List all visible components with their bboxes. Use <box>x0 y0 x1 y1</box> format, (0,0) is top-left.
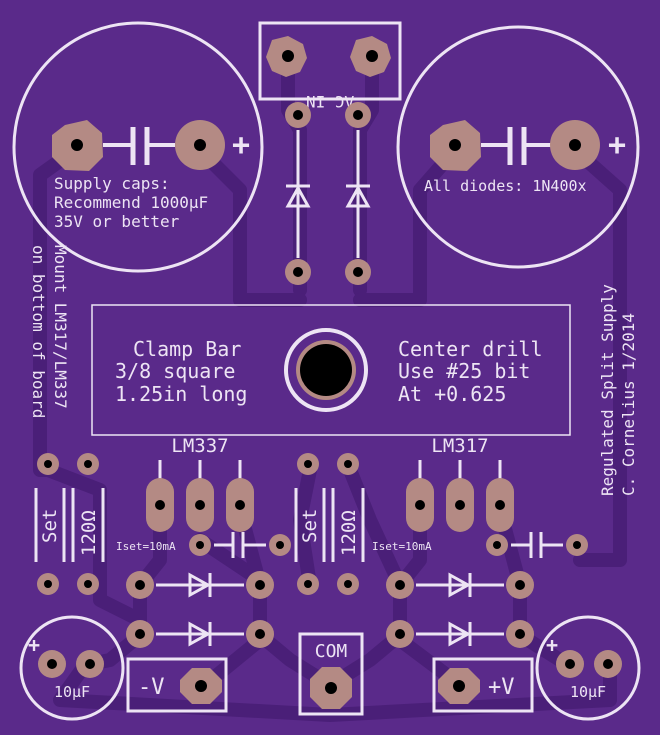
drill-note: Use #25 bit <box>398 359 530 383</box>
set-label: Set <box>39 509 61 543</box>
protection-diodes <box>126 571 534 648</box>
credit-note: Regulated Split Supply <box>598 284 617 496</box>
lm317-label: LM317 <box>431 435 488 457</box>
drill-note: Center drill <box>398 337 543 361</box>
diode-symbol <box>448 572 472 598</box>
neg-v-label: -V <box>138 675 165 700</box>
ac-in-connector: AC IN <box>258 21 402 111</box>
cap-plus-label: + <box>608 128 626 163</box>
center-drill-hole <box>284 328 368 412</box>
mount-note: on bottom of board <box>29 245 48 418</box>
clamp-note: 1.25in long <box>115 382 247 406</box>
cap-plus-label: + <box>28 633 40 657</box>
big-cap-right: + <box>396 25 640 269</box>
supply-caps-note: Recommend 1000µF <box>54 193 208 212</box>
pos-v-terminal: +V <box>432 657 534 713</box>
output-cap-left: + 10µF <box>19 615 125 721</box>
all-diodes-note: All diodes: 1N400x <box>424 177 587 195</box>
bypass-cap-left <box>189 532 291 558</box>
diode-symbol <box>448 621 472 647</box>
ac-in-label: AC IN <box>306 92 354 111</box>
clamp-bar-outline <box>91 304 571 436</box>
diode-symbol <box>188 621 212 647</box>
drill-note: At +0.625 <box>398 382 506 406</box>
bridge-diodes <box>285 102 371 285</box>
set-resistor-left: Set 120Ω <box>34 453 105 595</box>
clamp-note: 3/8 square <box>115 359 235 383</box>
mount-note: Mount LM317/LM337 <box>51 245 70 409</box>
set-resistor-right: Set 120Ω <box>294 453 365 595</box>
neg-v-terminal: -V <box>126 657 228 713</box>
regulator-right <box>406 460 514 532</box>
iset-label: Iset=10mA <box>116 540 176 553</box>
set-label: Set <box>299 509 321 543</box>
diode-symbol <box>345 184 371 208</box>
pos-v-label: +V <box>488 675 515 700</box>
ohm-label: 120Ω <box>78 510 100 556</box>
small-cap-label: 10µF <box>570 683 606 701</box>
small-cap-label: 10µF <box>54 683 90 701</box>
clamp-note: Clamp Bar <box>133 337 241 361</box>
ohm-label: 120Ω <box>338 510 360 556</box>
cap-plus-label: + <box>546 633 558 657</box>
regulator-left <box>146 460 254 532</box>
cap-plus-label: + <box>232 128 250 163</box>
diode-symbol <box>188 572 212 598</box>
credit-note: C. Cornelius 1/2014 <box>619 313 638 496</box>
output-cap-right: + 10µF <box>535 615 641 721</box>
diode-symbol <box>285 184 311 208</box>
lm337-label: LM337 <box>171 435 228 457</box>
com-label: COM <box>315 641 348 662</box>
iset-label: Iset=10mA <box>372 540 432 553</box>
bypass-cap-right <box>486 532 588 558</box>
supply-caps-note: Supply caps: <box>54 174 170 193</box>
com-terminal: COM <box>298 632 364 716</box>
supply-caps-note: 35V or better <box>54 212 180 231</box>
big-cap-left: + <box>12 21 264 273</box>
